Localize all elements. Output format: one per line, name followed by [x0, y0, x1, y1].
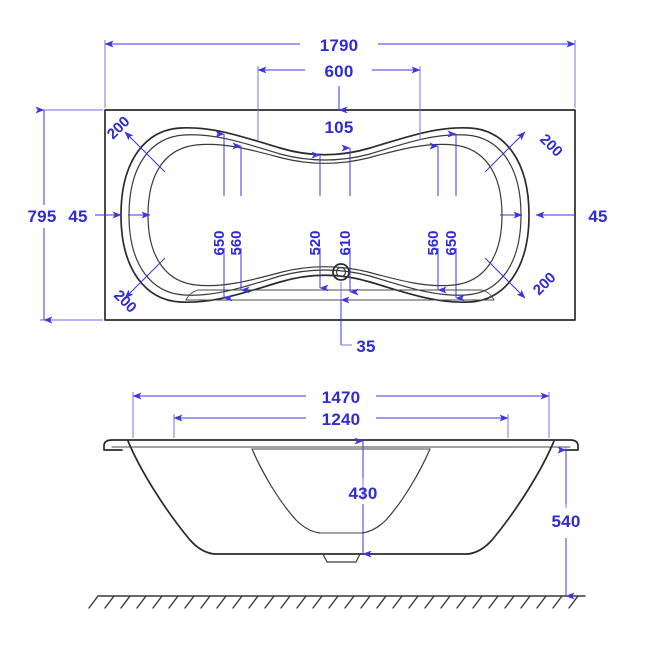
- elev-body-outer-left: [127, 440, 215, 555]
- dim-rim-length: 1470: [322, 388, 361, 407]
- plan-base-strip-right: [481, 289, 495, 301]
- dim-rim-right-group: 45: [500, 207, 607, 226]
- dim-overall-height: 540: [552, 512, 581, 531]
- elev-bowl-inner-right: [361, 448, 431, 534]
- dim-base-length: 1240: [322, 410, 361, 429]
- elev-bowl-inner-left: [251, 448, 321, 534]
- dim-corner-radius-bl: 200: [110, 287, 140, 317]
- dim-inner-650-right: 650: [443, 230, 460, 255]
- plan-bowl-outer: [120, 126, 530, 304]
- dim-internal-depth: 430: [349, 484, 378, 503]
- dim-waist-offset-group: 105: [325, 86, 354, 137]
- drain-outlet-icon: [332, 263, 350, 281]
- dim-overall-height-group: 540: [552, 446, 581, 600]
- corner-radius-leader-bottom-right: [484, 257, 526, 299]
- dim-inner-560-right: 560: [425, 230, 442, 255]
- dim-rim-length-group: 1470: [132, 388, 550, 438]
- dim-inner-520: 520: [307, 230, 324, 255]
- plan-bowl-inner: [147, 143, 503, 287]
- elevation-view-group: 1470 1240 430 540: [88, 388, 586, 609]
- dim-base-offset: 35: [356, 337, 375, 356]
- dim-inner-650-left: 650: [211, 230, 228, 255]
- dim-corner-radius-tr: 200: [536, 131, 566, 161]
- floor-hatch-group: [88, 595, 586, 609]
- elev-rim-lip-right: [559, 439, 579, 451]
- dim-overall-width-group: 795: [28, 106, 103, 324]
- dim-corner-radius-br: 200: [530, 269, 560, 299]
- dim-inner-610-group: 610: [337, 144, 359, 296]
- dim-inner-520-group: 520: [307, 151, 329, 292]
- dim-overall-width: 795: [28, 207, 57, 226]
- elev-body-outer-right: [467, 440, 555, 555]
- plan-base-strip-left: [185, 289, 199, 301]
- dim-waist-span-group: 600: [257, 62, 421, 140]
- dim-overall-length-group: 1790: [104, 36, 576, 108]
- dim-rim-left-group: 45: [68, 207, 151, 226]
- dim-internal-depth-group: 430: [349, 437, 378, 558]
- dim-rim-right: 45: [588, 207, 607, 226]
- plan-bowl-mid: [128, 134, 522, 296]
- dim-rim-left: 45: [68, 207, 87, 226]
- elev-rim-lip-left: [103, 439, 123, 451]
- dim-inner-610: 610: [337, 230, 354, 255]
- dim-waist-span: 600: [325, 62, 354, 81]
- dim-waist-offset: 105: [325, 118, 354, 137]
- plan-view-group: 200 200 200 200 1790 600: [28, 36, 608, 356]
- dim-inner-650-right-group: 650: [443, 130, 465, 302]
- corner-radius-leader-top-right: [484, 131, 526, 173]
- dim-inner-560-left: 560: [228, 230, 245, 255]
- dim-overall-length: 1790: [320, 36, 359, 55]
- dim-base-length-group: 1240: [173, 410, 509, 438]
- dim-inner-560-left-group: 560: [228, 142, 250, 294]
- corner-radius-leader-top-left: [124, 131, 166, 173]
- floor-hatch-ticks: [88, 595, 579, 609]
- corner-radius-leader-bottom-left: [124, 257, 166, 299]
- elev-drain-boss: [322, 553, 361, 563]
- dim-inner-560-right-group: 560: [425, 142, 447, 294]
- dim-base-offset-group: 35: [340, 282, 375, 356]
- dim-corner-radius-tl: 200: [104, 113, 134, 143]
- dim-inner-650-left-group: 650: [211, 130, 233, 302]
